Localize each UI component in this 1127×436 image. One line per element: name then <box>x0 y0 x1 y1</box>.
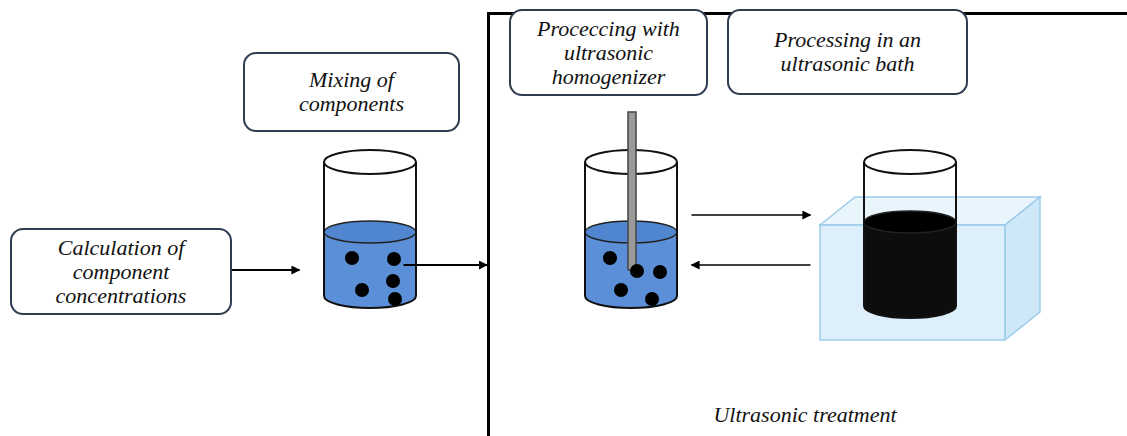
box-label: Proceccing with ultrasonic homogenizer <box>521 17 696 88</box>
process-box: Calculation of component concentrations <box>10 228 232 315</box>
flow-arrow <box>232 269 300 271</box>
process-box: Mixing of components <box>243 52 460 132</box>
box-label: Calculation of component concentrations <box>22 236 220 307</box>
flow-arrow <box>692 264 811 266</box>
beaker-mixture <box>324 150 416 308</box>
flow-arrow <box>404 264 488 266</box>
process-region: Ultrasonic treatment Proceccing with ultr… <box>487 12 1127 436</box>
box-label: Mixing of components <box>255 68 448 116</box>
process-box: Processing in an ultrasonic bath <box>727 9 968 95</box>
beaker-dark <box>864 150 956 318</box>
flow-arrow <box>692 214 811 216</box>
beaker-homogenizer <box>585 112 677 308</box>
region-title: Ultrasonic treatment <box>640 403 970 427</box>
box-label: Processing in an ultrasonic bath <box>739 28 956 76</box>
process-box: Proceccing with ultrasonic homogenizer <box>509 9 708 96</box>
ultrasonic-bath <box>820 197 1040 340</box>
